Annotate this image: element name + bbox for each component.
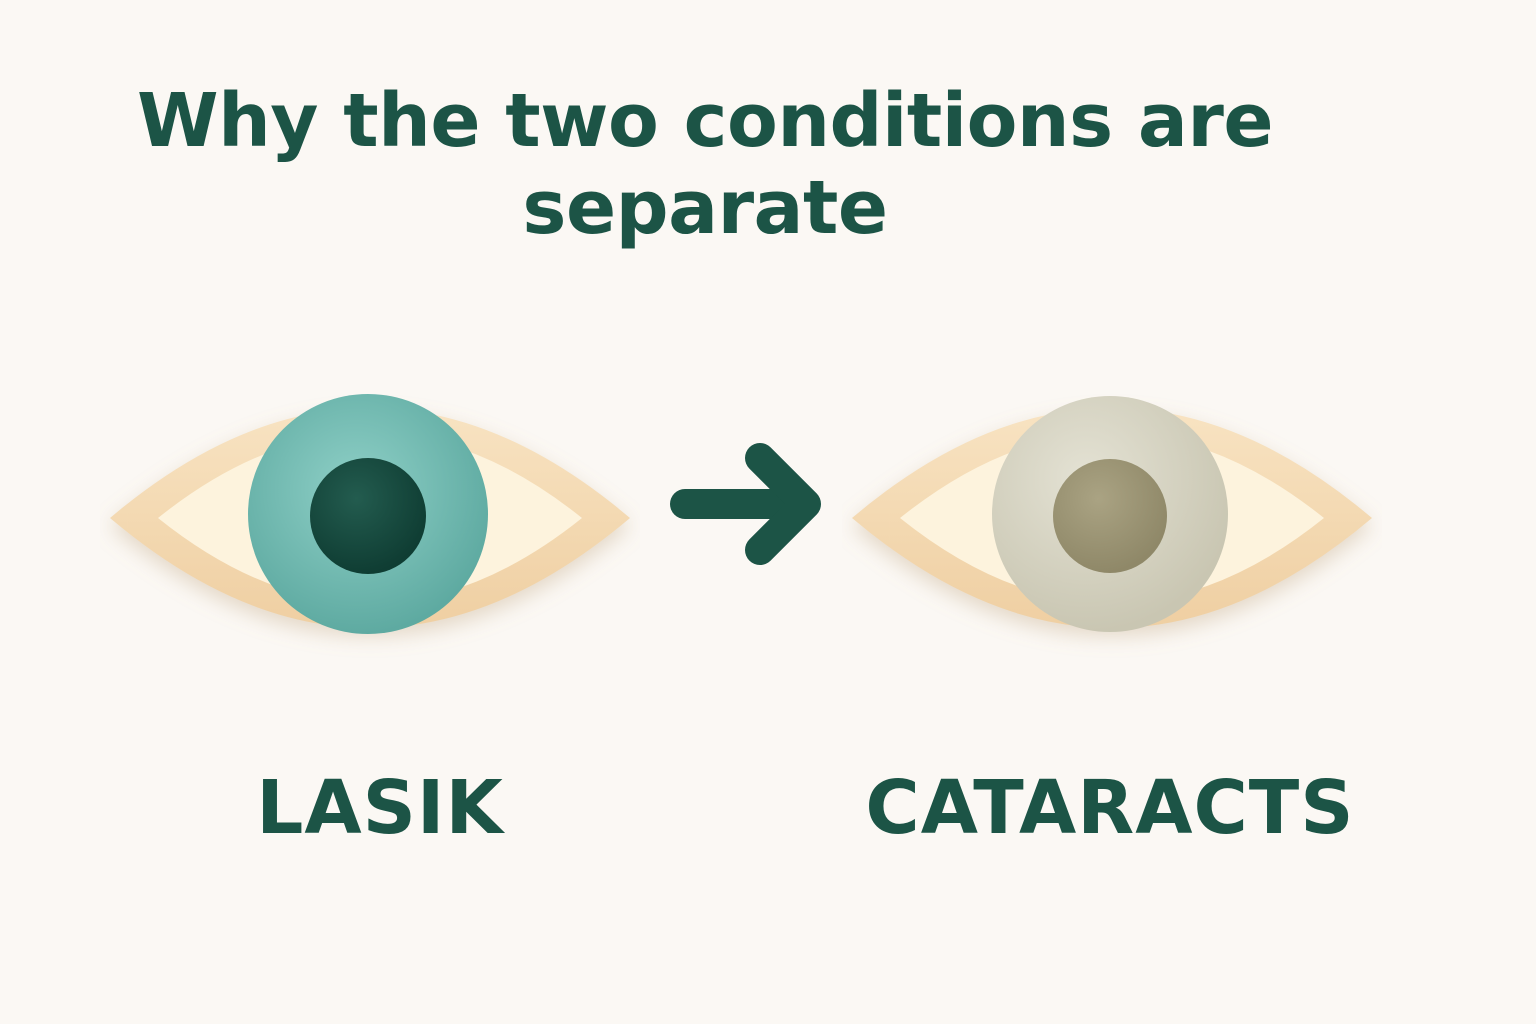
right-arrow-icon bbox=[670, 443, 821, 565]
title-line-2: separate bbox=[522, 165, 888, 252]
pupil bbox=[1053, 459, 1167, 573]
diagram-title: Why the two conditions are separate bbox=[0, 78, 1410, 253]
healthy-eye-icon bbox=[110, 394, 630, 634]
lasik-label: LASIK bbox=[256, 765, 504, 851]
cloudy-eye-icon bbox=[852, 396, 1372, 632]
pupil bbox=[310, 458, 426, 574]
cataracts-label: CATARACTS bbox=[865, 765, 1355, 851]
title-line-1: Why the two conditions are bbox=[136, 78, 1274, 164]
